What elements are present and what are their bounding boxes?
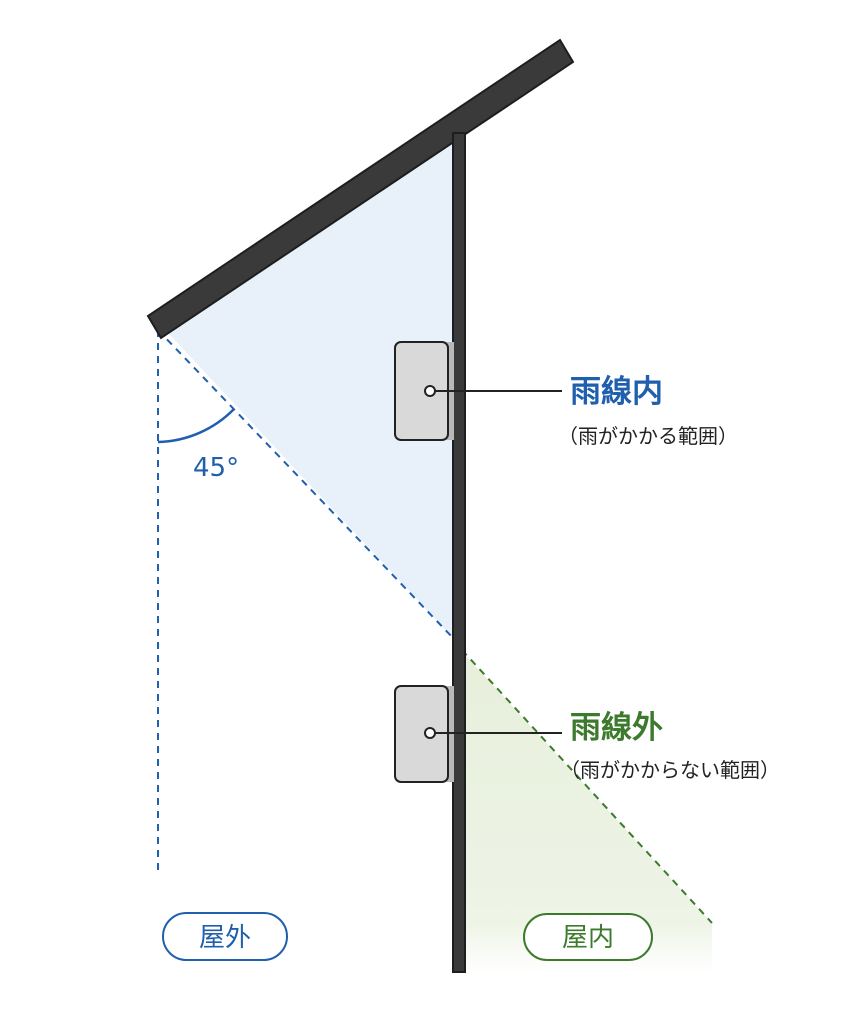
outdoor-badge: [162, 912, 288, 961]
device-upper-point: [424, 385, 436, 397]
out-rain-area: [455, 644, 712, 972]
out-rain-line-subtitle: （雨がかからない範囲）: [560, 758, 780, 782]
rain-angle-line-outdoor: [157, 329, 456, 641]
in-rain-line-subtitle: （雨がかかる範囲）: [558, 424, 738, 448]
device-lower-point: [424, 727, 436, 739]
wall: [452, 132, 466, 973]
indoor-badge: [523, 913, 653, 961]
out-rain-line-title: 雨線外: [570, 710, 663, 746]
angle-arc: [157, 408, 235, 444]
in-rain-area: [158, 141, 455, 640]
indoor-label: 屋内: [562, 923, 614, 953]
rain-angle-line-indoor: [461, 649, 713, 924]
roof: [146, 38, 575, 340]
outdoor-label: 屋外: [199, 923, 251, 953]
angle-label: 45°: [193, 453, 239, 483]
in-rain-line-title: 雨線内: [570, 374, 663, 410]
